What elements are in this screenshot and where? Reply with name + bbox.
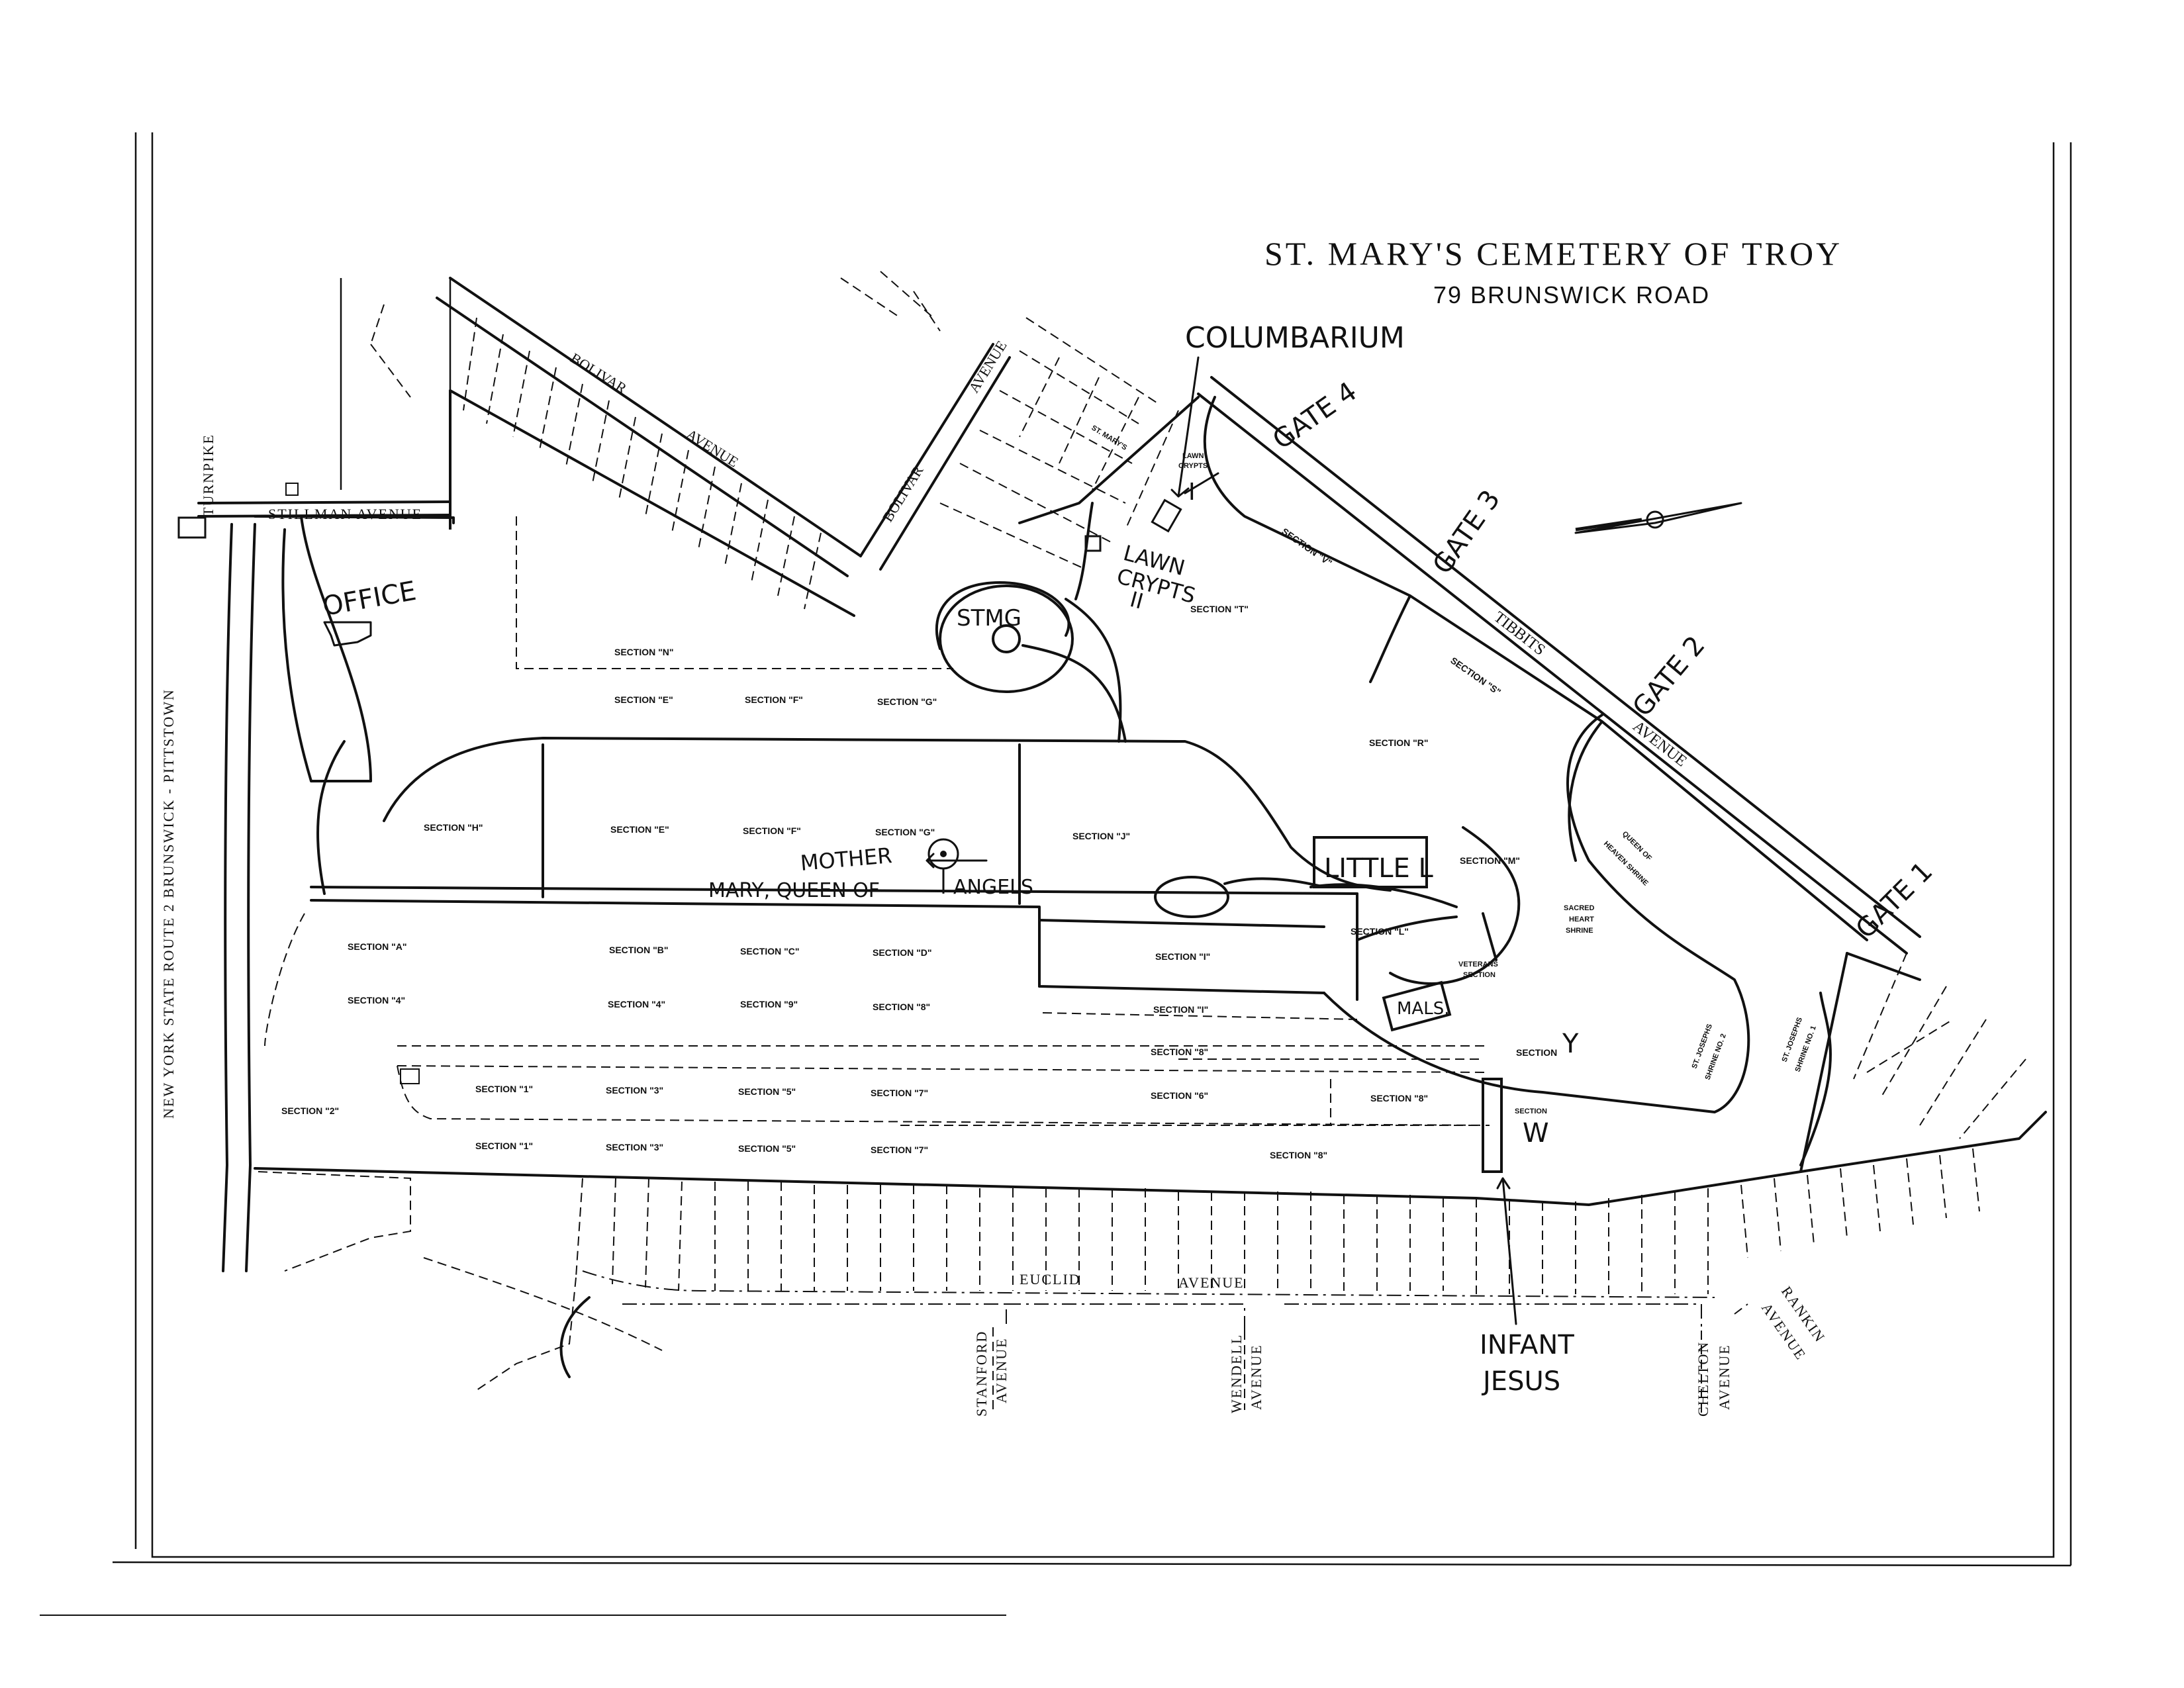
section-y-letter: Y	[1562, 1029, 1579, 1059]
section-5-a-label: SECTION "5"	[738, 1086, 796, 1097]
bolivar-avenue: BOLIVAR AVENUE BOLIVAR AVENUE ST. MARY'S	[370, 271, 1179, 617]
section-9-label: SECTION "9"	[740, 999, 798, 1009]
section-r-label: SECTION "R"	[1369, 737, 1429, 748]
little-l-label: LITTLE L	[1324, 853, 1434, 884]
route-2-label: NEW YORK STATE ROUTE 2 BRUNSWICK - PITTS…	[160, 688, 177, 1119]
wendell-avenue-label-2: AVENUE	[1248, 1344, 1264, 1410]
section-i-2-label: SECTION "I"	[1153, 1004, 1208, 1015]
section-4-left-label: SECTION "4"	[348, 995, 405, 1006]
section-8-a-label: SECTION "8"	[873, 1002, 930, 1012]
section-3-a-label: SECTION "3"	[606, 1085, 663, 1096]
north-arrow-icon	[1574, 502, 1742, 534]
sacred-heart-label-1: SACRED	[1564, 904, 1595, 912]
printed-titles: ST. MARY'S CEMETERY OF TROY 79 BRUNSWICK…	[160, 235, 1842, 1119]
stanford-avenue-label-2: AVENUE	[993, 1337, 1010, 1403]
office-label: OFFICE	[320, 576, 418, 622]
section-s-label: SECTION "S"	[1448, 655, 1503, 697]
gate-4-label: GATE 4	[1267, 376, 1362, 455]
section-e-top-label: SECTION "E"	[614, 694, 673, 705]
map-frame	[40, 132, 2072, 1616]
cemetery-boundary	[254, 396, 2047, 1206]
mother-mary-label-3: ANGELS	[953, 876, 1033, 899]
chelton-avenue-label-1: CHELTON	[1695, 1341, 1711, 1417]
section-y-label: SECTION	[1516, 1047, 1557, 1058]
tibbits-avenue-label-1: TIBBITS	[1490, 608, 1548, 659]
lawn-crypts-i-roman-label: I	[1188, 479, 1196, 506]
section-b-label: SECTION "B"	[609, 945, 669, 955]
turnpike-label: TURNPIKE	[200, 434, 216, 516]
section-g-mid-label: SECTION "G"	[875, 827, 935, 837]
section-2-label: SECTION "2"	[281, 1105, 339, 1116]
euclid-avenue-label-1: EUCLID	[1020, 1271, 1081, 1288]
section-d-label: SECTION "D"	[873, 947, 932, 958]
veterans-section-label-2: SECTION	[1463, 971, 1496, 979]
section-labels: SECTION "N" SECTION "E" SECTION "F" SECT…	[281, 526, 1557, 1160]
mals-label: MALS.	[1397, 999, 1449, 1019]
bolivar-avenue-label-3: BOLIVAR	[879, 463, 927, 525]
stillman-avenue	[197, 278, 451, 518]
section-8-b-label: SECTION "8"	[1151, 1047, 1208, 1057]
section-j-label: SECTION "J"	[1072, 831, 1130, 841]
tibbits-avenue: TIBBITS AVENUE	[1197, 376, 1921, 981]
veterans-section-label-1: VETERANS	[1458, 961, 1498, 968]
chelton-avenue-label-2: AVENUE	[1716, 1344, 1733, 1410]
lawn-crypts-label-1: LAWN	[1182, 452, 1204, 460]
columbarium-label: COLUMBARIUM	[1185, 321, 1405, 355]
section-h-label: SECTION "H"	[424, 822, 483, 833]
section-1-a-label: SECTION "1"	[475, 1084, 533, 1094]
section-w-letter: W	[1523, 1118, 1549, 1149]
handwritten-annotations: COLUMBARIUM GATE 4 GATE 3 GATE 2 GATE 1 …	[320, 321, 1939, 1397]
section-3-b-label: SECTION "3"	[606, 1142, 663, 1152]
bolivar-avenue-label-1: BOLIVAR	[567, 350, 630, 397]
section-m-label: SECTION "M"	[1460, 855, 1520, 866]
stanford-avenue-label-1: STANFORD	[973, 1331, 990, 1417]
section-f-top-label: SECTION "F"	[745, 694, 803, 705]
section-8-d-label: SECTION "8"	[1270, 1150, 1327, 1160]
inner-roads	[281, 396, 1868, 1166]
section-5-b-label: SECTION "5"	[738, 1143, 796, 1154]
bolivar-avenue-label-2: AVENUE	[683, 426, 741, 471]
mother-mary-label-2: MARY, QUEEN OF	[708, 879, 880, 902]
section-7-a-label: SECTION "7"	[871, 1088, 928, 1098]
sacred-heart-label-2: HEART	[1569, 915, 1594, 923]
section-w-label: SECTION	[1515, 1107, 1547, 1115]
infant-jesus-label-2: JESUS	[1481, 1366, 1560, 1397]
section-e-mid-label: SECTION "E"	[610, 824, 669, 835]
lawn-crypts-label-2: CRYPTS	[1178, 462, 1208, 470]
section-1-b-label: SECTION "1"	[475, 1141, 533, 1151]
infant-jesus-label-1: INFANT	[1480, 1330, 1574, 1360]
section-8-c-label: SECTION "8"	[1370, 1093, 1428, 1103]
route-2-road	[177, 516, 256, 1272]
section-a-label: SECTION "A"	[348, 941, 407, 952]
map-address: 79 BRUNSWICK ROAD	[1433, 281, 1710, 308]
section-v-label: SECTION "V"	[1280, 526, 1334, 568]
section-l-label: SECTION "L"	[1351, 926, 1409, 937]
euclid-avenue-label-2: AVENUE	[1178, 1274, 1245, 1291]
tibbits-avenue-label-2: AVENUE	[1629, 718, 1689, 770]
feature-labels: LAWN CRYPTS QUEEN OF HEAVEN SHRINE SACRE…	[1178, 452, 1818, 1081]
section-6-label: SECTION "6"	[1151, 1090, 1208, 1101]
section-c-label: SECTION "C"	[740, 946, 800, 957]
stillman-avenue-label: STILLMAN AVENUE	[268, 506, 422, 522]
wendell-avenue-label-1: WENDELL	[1228, 1334, 1245, 1413]
stmg-label: STMG	[957, 605, 1021, 632]
section-i-1-label: SECTION "I"	[1155, 951, 1210, 962]
section-t-label: SECTION "T"	[1190, 604, 1249, 614]
map-title: ST. MARY'S CEMETERY OF TROY	[1264, 235, 1842, 272]
section-4-mid-label: SECTION "4"	[608, 999, 665, 1009]
gate-2-label: GATE 2	[1627, 630, 1711, 722]
gate-1-label: GATE 1	[1850, 856, 1939, 945]
map-features	[323, 498, 1742, 1032]
section-dividers	[264, 913, 1503, 1173]
southern-lots: EUCLID AVENUE STANFORD AVENUE WENDELL AV…	[258, 953, 2026, 1417]
section-n-label: SECTION "N"	[614, 647, 674, 657]
section-f-mid-label: SECTION "F"	[743, 825, 801, 836]
section-g-top-label: SECTION "G"	[877, 696, 937, 707]
sacred-heart-label-3: SHRINE	[1566, 927, 1593, 935]
mother-mary-label-1: MOTHER	[799, 843, 893, 876]
gate-3-label: GATE 3	[1427, 485, 1507, 580]
section-7-b-label: SECTION "7"	[871, 1145, 928, 1155]
